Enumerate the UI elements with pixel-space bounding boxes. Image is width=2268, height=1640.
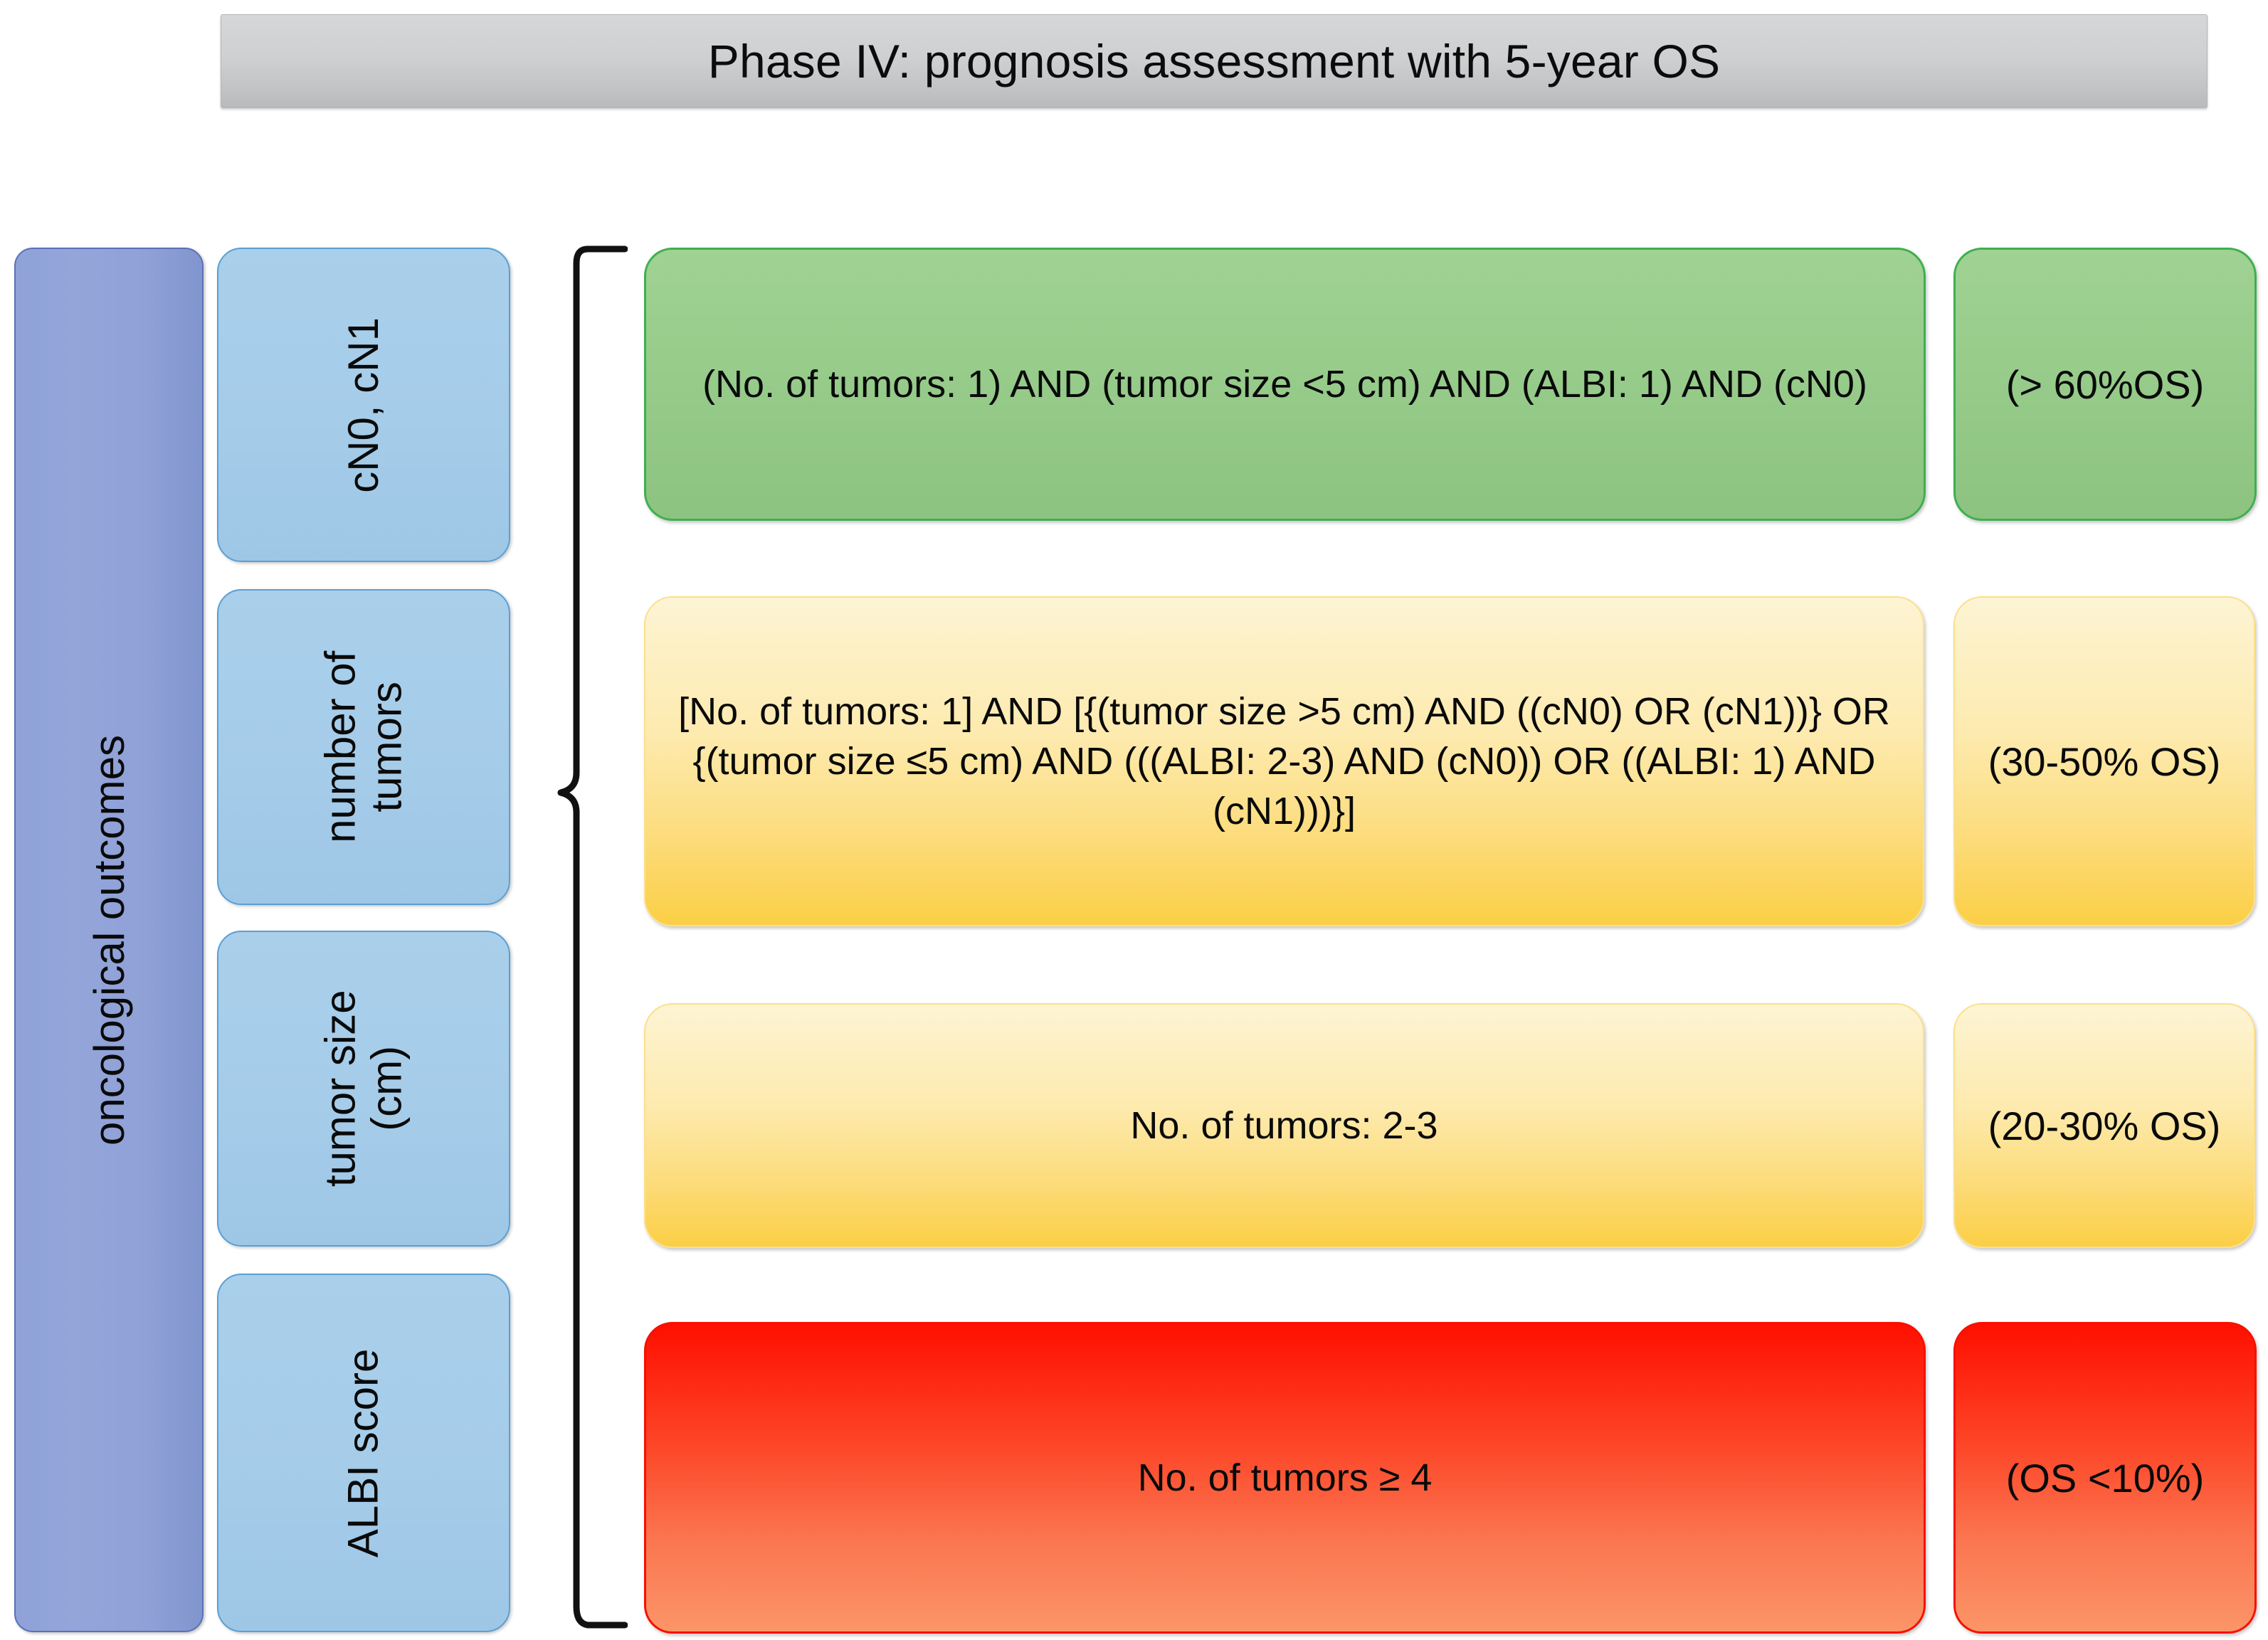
outcome-text-high-risk: (20-30% OS) bbox=[1988, 1103, 2221, 1148]
oncological-outcomes-column: oncological outcomes bbox=[14, 248, 204, 1632]
phase-header-bar: Phase IV: prognosis assessment with 5-ye… bbox=[221, 14, 2208, 108]
variable-label-number-of-tumors: number of tumors bbox=[316, 650, 410, 844]
outcome-box-very-high-risk: (OS <10%) bbox=[1953, 1322, 2257, 1634]
variable-box-tumor-size: tumor size (cm) bbox=[217, 931, 510, 1247]
variable-box-number-of-tumors: number of tumors bbox=[217, 589, 510, 905]
variable-box-cn0-cn1: cN0, cN1 bbox=[217, 248, 510, 562]
variable-box-albi-score: ALBI score bbox=[217, 1274, 510, 1632]
curly-brace-connector bbox=[557, 245, 628, 1632]
variable-label-tumor-size: tumor size (cm) bbox=[316, 990, 410, 1187]
outcome-box-high-risk: (20-30% OS) bbox=[1953, 1003, 2255, 1248]
curly-brace-icon bbox=[557, 245, 628, 1629]
outcome-text-low-risk: (> 60%OS) bbox=[2005, 361, 2205, 407]
criteria-text-intermediate-risk: [No. of tumors: 1] AND [{(tumor size >5 … bbox=[678, 689, 1890, 833]
criteria-row-very-high-risk: No. of tumors ≥ 4 bbox=[644, 1322, 1926, 1634]
criteria-row-low-risk: (No. of tumors: 1) AND (tumor size <5 cm… bbox=[644, 248, 1926, 521]
criteria-row-intermediate-risk: [No. of tumors: 1] AND [{(tumor size >5 … bbox=[644, 596, 1924, 926]
criteria-text-high-risk: No. of tumors: 2-3 bbox=[1130, 1104, 1438, 1147]
criteria-text-very-high-risk: No. of tumors ≥ 4 bbox=[1137, 1456, 1433, 1499]
outcome-box-intermediate-risk: (30-50% OS) bbox=[1953, 596, 2255, 926]
criteria-row-high-risk: No. of tumors: 2-3 bbox=[644, 1003, 1924, 1248]
outcome-text-intermediate-risk: (30-50% OS) bbox=[1988, 739, 2221, 784]
variable-label-albi-score: ALBI score bbox=[339, 1348, 387, 1557]
variable-label-cn0-cn1: cN0, cN1 bbox=[339, 317, 387, 493]
criteria-text-low-risk: (No. of tumors: 1) AND (tumor size <5 cm… bbox=[702, 362, 1867, 406]
page-title: Phase IV: prognosis assessment with 5-ye… bbox=[707, 35, 1721, 88]
oncological-outcomes-label: oncological outcomes bbox=[85, 734, 133, 1146]
outcome-box-low-risk: (> 60%OS) bbox=[1953, 248, 2257, 521]
outcome-text-very-high-risk: (OS <10%) bbox=[2005, 1455, 2205, 1501]
